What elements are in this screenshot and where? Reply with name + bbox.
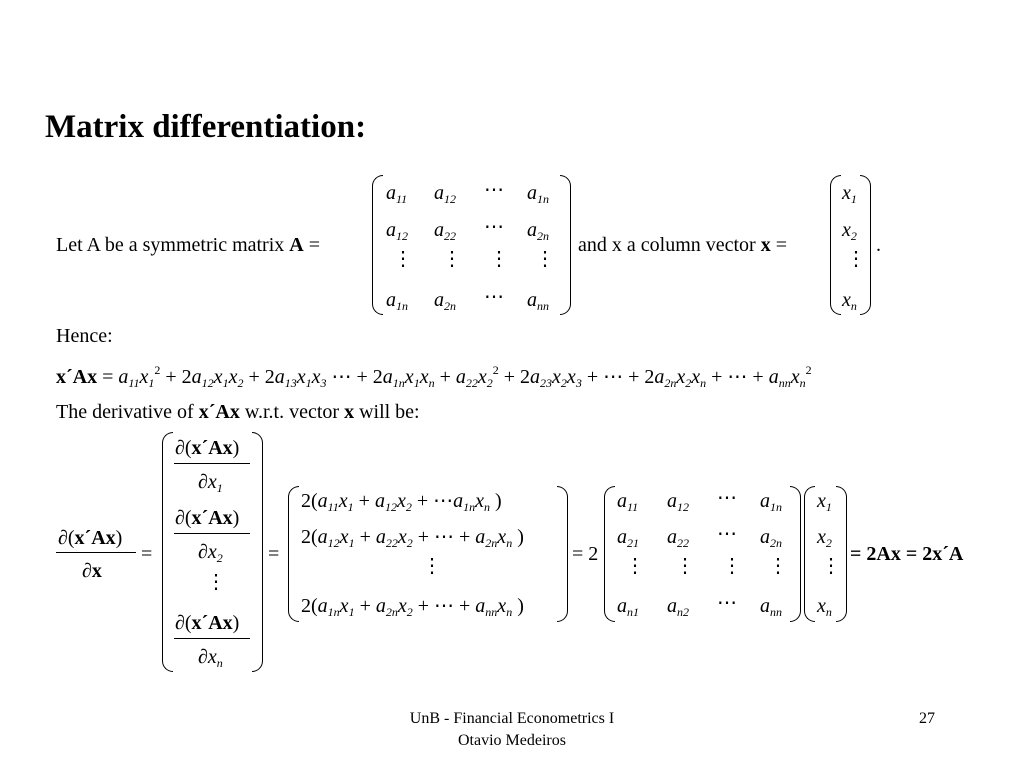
matrix-A-ellipsis: ⋯ [484, 286, 504, 308]
hence-label: Hence: [56, 325, 113, 347]
matrix-A-cell: a2n [434, 289, 456, 313]
gradient-fraction-bar [174, 638, 250, 639]
matrix-A2-cell: a2n [760, 526, 782, 550]
matrix-A-vdots: ⋮ [535, 248, 555, 270]
gradient-denominator: ∂x1 [198, 471, 223, 495]
matrix-A2-cell: a12 [667, 490, 689, 514]
matrix-A2-vdots: ⋮ [625, 555, 645, 577]
matrix-A2-cell: a11 [617, 490, 639, 514]
derivative-suffix: will be: [359, 401, 420, 423]
matrix-A2-cell: an1 [617, 595, 639, 619]
matrix-A2-right-paren [790, 486, 801, 622]
slide-title: Matrix differentiation: [45, 109, 367, 145]
lhs-fraction-bar [56, 552, 136, 553]
footer-line1: UnB - Financial Econometrics I [409, 710, 615, 727]
matrix-A2-cell: a1n [760, 490, 782, 514]
matrix-A-right-paren [560, 175, 571, 315]
vector-x2-vdots: ⋮ [821, 555, 841, 577]
matrix-A2-vdots: ⋮ [768, 555, 788, 577]
period: . [876, 234, 881, 256]
and-text: and x a column vector x = [578, 235, 787, 255]
matrix-A-cell: a12 [434, 182, 456, 206]
gradient-left-paren [162, 432, 173, 672]
expanded-row: 2(a12x1 + a22x2 + ⋯ + a2nxn ) [301, 526, 524, 550]
vector-x-left-paren [830, 175, 841, 315]
gradient-vdots: ⋮ [206, 571, 226, 593]
matrix-A2-ellipsis: ⋯ [717, 592, 737, 614]
gradient-numerator: ∂(x´Ax) [175, 507, 240, 529]
intro-label: Let A be a symmetric matrix [56, 234, 285, 256]
intro-text: Let A be a symmetric matrix A = [56, 235, 320, 255]
vector-x2-cell: x2 [817, 526, 832, 550]
expanded-row: 2(a11x1 + a12x2 + ⋯a1nxn ) [301, 490, 502, 514]
and-label: and x a column vector [578, 234, 756, 256]
matrix-A2-cell: an2 [667, 595, 689, 619]
derivative-prefix: The derivative of [56, 401, 194, 423]
symbol-x: x [344, 401, 355, 423]
vector-x2-right-paren [836, 486, 847, 622]
footer-course: UnB - Financial Econometrics I Otavio Me… [362, 708, 662, 752]
derivative-text: The derivative of x´Ax w.r.t. vector x w… [56, 402, 420, 422]
vector-x-cell: x2 [842, 219, 857, 243]
matrix-A-cell: a11 [386, 182, 408, 206]
lhs-numerator: ∂(x´Ax) [58, 527, 123, 549]
gradient-denominator: ∂xn [198, 646, 223, 670]
matrix-A-vdots: ⋮ [442, 248, 462, 270]
page-number: 27 [919, 710, 935, 727]
equals-sign: = [775, 234, 787, 256]
matrix-A-cell: ann [527, 289, 549, 313]
expanded-right-paren [557, 486, 568, 622]
equals-sign: = [308, 234, 321, 256]
matrix-A2-vdots: ⋮ [675, 555, 695, 577]
gradient-fraction-bar [174, 533, 250, 534]
gradient-numerator: ∂(x´Ax) [175, 612, 240, 634]
expanded-left-paren [288, 486, 299, 622]
matrix-A-cell: a1n [527, 182, 549, 206]
matrix-A-vdots: ⋮ [489, 248, 509, 270]
vector-x-right-paren [860, 175, 871, 315]
gradient-denominator: ∂x2 [198, 541, 223, 565]
symbol-x: x [760, 234, 771, 256]
matrix-A2-ellipsis: ⋯ [717, 487, 737, 509]
matrix-A-cell: a12 [386, 219, 408, 243]
matrix-A2-cell: a21 [617, 526, 639, 550]
gradient-right-paren [252, 432, 263, 672]
matrix-A-ellipsis: ⋯ [484, 216, 504, 238]
symbol-A: A [289, 234, 304, 256]
equals-sign: = [268, 543, 280, 565]
vector-x-vdots: ⋮ [846, 248, 866, 270]
expanded-vdots: ⋮ [422, 555, 442, 577]
matrix-A2-cell: ann [760, 595, 782, 619]
expanded-row: 2(a1nx1 + a2nx2 + ⋯ + annxn ) [301, 595, 524, 619]
matrix-A2-left-paren [604, 486, 615, 622]
matrix-A-vdots: ⋮ [393, 248, 413, 270]
vector-x2-cell: x1 [817, 490, 832, 514]
result-expression: = 2Ax = 2x´A [850, 543, 964, 565]
vector-x-cell: x1 [842, 182, 857, 206]
gradient-fraction-bar [174, 463, 250, 464]
quadratic-form: x´Ax = a11x12 + 2a12x1x2 + 2a13x1x3 ⋯ + … [56, 363, 812, 390]
matrix-A-ellipsis: ⋯ [484, 179, 504, 201]
equals-two: = 2 [572, 543, 599, 565]
matrix-A2-cell: a22 [667, 526, 689, 550]
vector-x-cell: xn [842, 289, 857, 313]
matrix-A2-ellipsis: ⋯ [717, 523, 737, 545]
gradient-numerator: ∂(x´Ax) [175, 437, 240, 459]
footer-line2: Otavio Medeiros [458, 732, 566, 749]
matrix-A-left-paren [372, 175, 383, 315]
lhs-denominator: ∂x [82, 560, 102, 582]
equals-sign: = [141, 543, 153, 565]
derivative-wrt: w.r.t. vector [244, 401, 340, 423]
vector-x2-cell: xn [817, 595, 832, 619]
matrix-A2-vdots: ⋮ [722, 555, 742, 577]
vector-x2-left-paren [804, 486, 815, 622]
matrix-A-cell: a2n [527, 219, 549, 243]
matrix-A-cell: a22 [434, 219, 456, 243]
matrix-A-cell: a1n [386, 289, 408, 313]
symbol-xAx: x´Ax [198, 401, 240, 423]
